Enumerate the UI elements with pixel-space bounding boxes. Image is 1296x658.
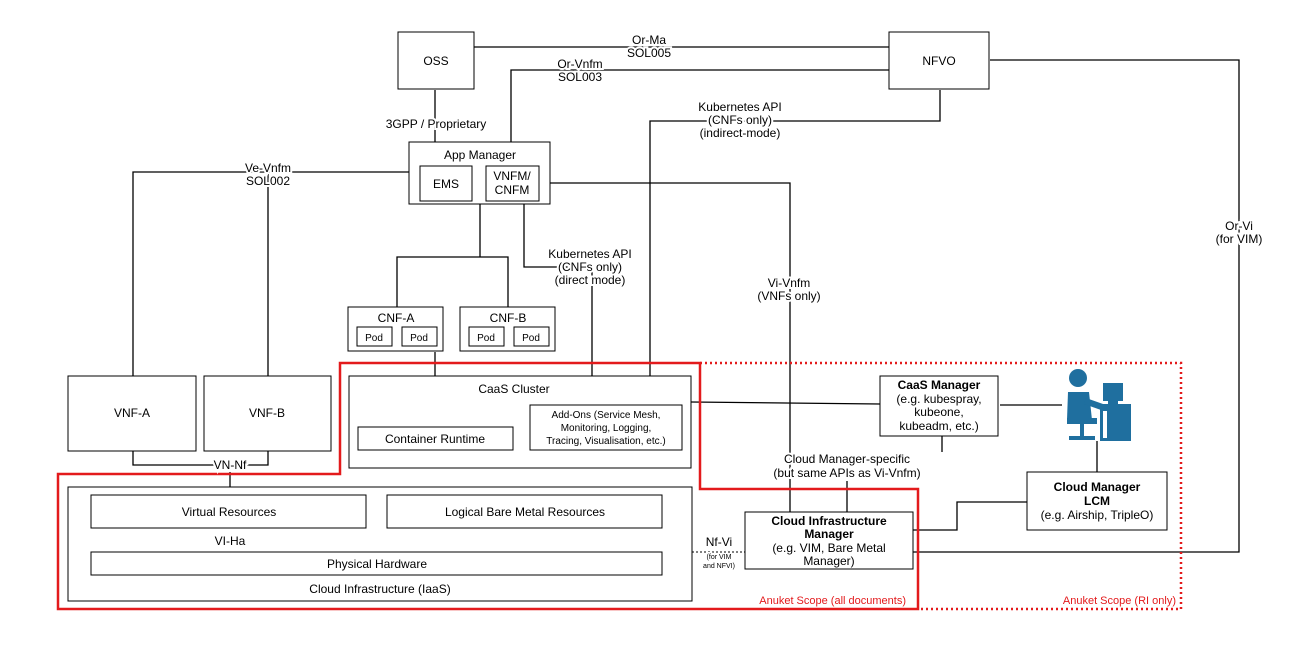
edge-ve-vnfm-a: [132, 171, 420, 376]
cloud-infrastructure-label: Cloud Infrastructure (IaaS): [309, 582, 450, 596]
vnfm-cnfm-label-2: CNFM: [495, 183, 530, 197]
vnfm-cnfm-label-1: VNFM/: [493, 169, 531, 183]
addons-line-1: Add-Ons (Service Mesh,: [552, 410, 661, 421]
cnf-b-node: CNF-B Pod Pod: [459, 306, 556, 352]
k8s-indirect-label-2: (CNFs only): [708, 113, 772, 127]
caas-cluster-node: CaaS Cluster Container Runtime Add-Ons (…: [348, 375, 692, 469]
operator-at-workstation-icon: [1067, 369, 1131, 441]
cnf-b-label: CNF-B: [490, 311, 527, 325]
vnf-b-node: VNF-B: [203, 375, 332, 452]
vnf-b-label: VNF-B: [249, 406, 285, 420]
caas-manager-line-1: (e.g. kubespray,: [896, 392, 981, 406]
app-manager-label: App Manager: [444, 148, 516, 162]
edge-cnf-split: [396, 256, 509, 307]
cim-line-2: Manager): [803, 554, 854, 568]
ems-box: [419, 165, 473, 202]
nf-vi-label: Nf-Vi: [706, 535, 732, 549]
anuket-scope-all-documents-outline: [56, 361, 920, 611]
addons-line-3: Tracing, Visualisation, etc.): [546, 436, 666, 447]
edge-or-vnfm: [510, 69, 889, 142]
anuket-scope-all-documents-label: Anuket Scope (all documents): [759, 595, 906, 607]
nf-vi-sub-1: (for VIM: [707, 554, 732, 561]
connectors: [132, 46, 1240, 553]
logical-bare-metal-label: Logical Bare Metal Resources: [445, 505, 605, 519]
vi-ha-label: VI-Ha: [215, 534, 246, 548]
cim-line-1: (e.g. VIM, Bare Metal: [772, 541, 885, 555]
pod-label: Pod: [522, 333, 540, 344]
pod-label: Pod: [410, 333, 428, 344]
cnf-a-label: CNF-A: [378, 311, 415, 325]
ve-vnfm-label-1: Ve-Vnfm: [245, 161, 291, 175]
or-ma-label-2: SOL005: [627, 46, 671, 60]
cim-title-1: Cloud Infrastructure: [771, 514, 887, 528]
k8s-indirect-label-3: (indirect-mode): [700, 126, 781, 140]
ve-vnfm-label-2: SOL002: [246, 174, 290, 188]
caas-manager-line-3: kubeadm, etc.): [899, 419, 978, 433]
lcm-line-1: (e.g. Airship, TripleO): [1041, 508, 1154, 522]
caas-manager-line-2: kubeone,: [914, 405, 963, 419]
lcm-title-2: LCM: [1084, 494, 1110, 508]
cm-specific-label-1: Cloud Manager-specific: [784, 452, 910, 466]
edge-labels: Or-Ma SOL005 Or-Vnfm SOL003 3GPP / Propr…: [212, 31, 1265, 572]
nfvo-node: NFVO: [888, 31, 990, 90]
container-runtime-label: Container Runtime: [385, 432, 485, 446]
caas-manager-node: CaaS Manager (e.g. kubespray, kubeone, k…: [879, 375, 999, 437]
cnf-a-node: CNF-A Pod Pod: [347, 306, 444, 352]
pod-box: [513, 326, 550, 347]
oss-node: OSS: [397, 31, 475, 90]
edge-vi-vnfm: [549, 182, 791, 512]
vnfm-cnfm-box: [485, 165, 540, 202]
vn-nf-label: VN-Nf: [214, 458, 247, 472]
pod-label: Pod: [477, 333, 495, 344]
ems-label: EMS: [433, 177, 459, 191]
nfvo-label: NFVO: [922, 54, 955, 68]
addons-line-2: Monitoring, Logging,: [561, 423, 652, 434]
vi-vnfm-label-1: Vi-Vnfm: [768, 276, 810, 290]
cim-title-2: Manager: [804, 527, 854, 541]
pod-box: [401, 326, 438, 347]
edge-k8s-direct: [523, 204, 593, 376]
logical-bare-metal-box: [386, 494, 663, 529]
or-vnfm-label-1: Or-Vnfm: [557, 57, 602, 71]
caas-cluster-label: CaaS Cluster: [478, 382, 549, 396]
pod-label: Pod: [365, 333, 383, 344]
k8s-direct-label-2: (CNFs only): [558, 260, 622, 274]
k8s-direct-label-3: (direct mode): [555, 273, 626, 287]
physical-hardware-box: [90, 551, 663, 576]
edge-caas-manager: [690, 401, 881, 405]
pod-box: [356, 326, 393, 347]
or-ma-label-1: Or-Ma: [632, 33, 666, 47]
cloud-manager-lcm-node: Cloud Manager LCM (e.g. Airship, TripleO…: [1026, 471, 1168, 531]
edge-vn-nf: [132, 451, 269, 466]
or-vnfm-label-2: SOL003: [558, 70, 602, 84]
gpp-label: 3GPP / Proprietary: [386, 117, 487, 131]
physical-hardware-label: Physical Hardware: [327, 557, 427, 571]
oss-label: OSS: [423, 54, 448, 68]
k8s-direct-label-1: Kubernetes API: [548, 247, 631, 261]
or-vi-label-2: (for VIM): [1216, 232, 1263, 246]
virtual-resources-box: [90, 494, 367, 529]
virtual-resources-label: Virtual Resources: [182, 505, 277, 519]
cloud-infrastructure-manager-node: Cloud Infrastructure Manager (e.g. VIM, …: [744, 511, 914, 570]
or-vi-label-1: Or-Vi: [1225, 219, 1253, 233]
vi-vnfm-label-2: (VNFs only): [757, 289, 820, 303]
vnf-a-label: VNF-A: [114, 406, 150, 420]
nf-vi-sub-2: and NFVI): [703, 563, 735, 570]
edge-or-vi: [913, 59, 1240, 553]
lcm-title-1: Cloud Manager: [1054, 480, 1141, 494]
cloud-infrastructure-node: Virtual Resources Logical Bare Metal Res…: [67, 486, 693, 602]
container-runtime-box: [357, 426, 514, 451]
pod-box: [468, 326, 505, 347]
edge-k8s-indirect: [649, 90, 941, 376]
cm-specific-label-2: (but same APIs as Vi-Vnfm): [773, 466, 920, 480]
addons-box: [529, 404, 683, 451]
anuket-scope-ri-only-outline: [700, 361, 1183, 611]
app-manager-node: App Manager EMS VNFM/ CNFM: [408, 141, 551, 205]
k8s-indirect-label-1: Kubernetes API: [698, 100, 781, 114]
edge-lcm-cim: [913, 501, 1027, 531]
anuket-scope-ri-only-label: Anuket Scope (RI only): [1063, 595, 1176, 607]
vnf-a-node: VNF-A: [67, 375, 197, 452]
caas-manager-title: CaaS Manager: [898, 378, 981, 392]
